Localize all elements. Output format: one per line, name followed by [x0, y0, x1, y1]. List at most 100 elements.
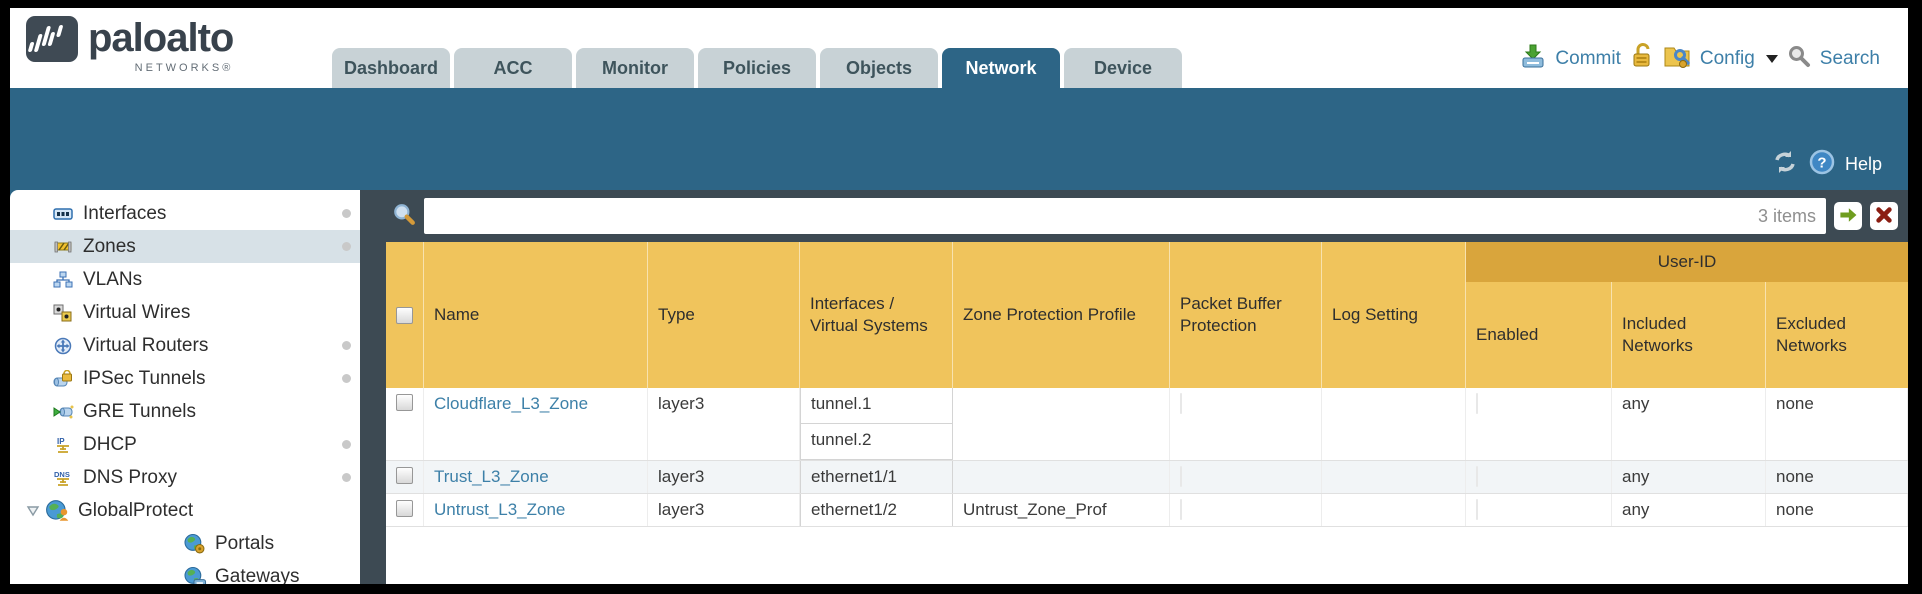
- interface-entry: tunnel.1: [801, 388, 952, 424]
- virtual-wires-icon: [50, 304, 76, 322]
- sidebar-item-interfaces[interactable]: Interfaces: [10, 197, 360, 230]
- tab-dashboard[interactable]: Dashboard: [332, 48, 450, 88]
- zone-name-link[interactable]: Untrust_L3_Zone: [434, 500, 566, 519]
- sidebar-item-portals[interactable]: Portals: [10, 527, 360, 560]
- paloalto-logo: paloalto NETWORKS®: [26, 16, 234, 74]
- globalprotect-icon: [45, 499, 71, 522]
- status-dot: [342, 374, 351, 383]
- ipsec-tunnels-icon: [50, 369, 76, 388]
- status-dot: [342, 242, 351, 251]
- zone-name-link[interactable]: Cloudflare_L3_Zone: [434, 394, 589, 413]
- filter-input[interactable]: [424, 206, 1758, 226]
- dhcp-icon: IP: [50, 436, 76, 454]
- search-icon: [1787, 44, 1811, 74]
- sidebar-item-dns-proxy[interactable]: DNS DNS Proxy: [10, 461, 360, 494]
- sidebar-item-globalprotect[interactable]: GlobalProtect: [10, 494, 360, 527]
- excluded-networks: none: [1766, 388, 1908, 460]
- row-checkbox[interactable]: [396, 467, 413, 484]
- clear-filter-x-icon: [1874, 205, 1894, 228]
- zone-protection-profile: Untrust_Zone_Prof: [953, 494, 1170, 526]
- tab-policies[interactable]: Policies: [698, 48, 816, 88]
- status-dot: [342, 473, 351, 482]
- tab-monitor[interactable]: Monitor: [576, 48, 694, 88]
- zone-type: layer3: [648, 494, 800, 526]
- sidebar-item-gre-tunnels[interactable]: GRE Tunnels: [10, 395, 360, 428]
- interfaces-icon: [50, 205, 76, 223]
- column-header-included-networks[interactable]: Included Networks: [1612, 282, 1766, 388]
- row-checkbox[interactable]: [396, 500, 413, 517]
- refresh-icon[interactable]: [1771, 150, 1799, 179]
- lock-icon[interactable]: [1630, 42, 1654, 75]
- zones-table: Name Type Interfaces / Virtual Systems Z…: [386, 242, 1908, 584]
- brand-networks: NETWORKS®: [134, 62, 234, 74]
- column-header-type[interactable]: Type: [648, 242, 800, 388]
- search-button[interactable]: Search: [1819, 47, 1880, 69]
- group-header-user-id: User-ID: [1466, 242, 1908, 282]
- brand-name: paloalto: [88, 16, 234, 60]
- sidebar-item-virtual-wires[interactable]: Virtual Wires: [10, 296, 360, 329]
- config-icon: [1663, 43, 1691, 75]
- table-empty-space: [386, 527, 1908, 584]
- tab-device[interactable]: Device: [1064, 48, 1182, 88]
- table-header: Name Type Interfaces / Virtual Systems Z…: [386, 242, 1908, 388]
- column-header-packet-buffer-protection[interactable]: Packet Buffer Protection: [1170, 242, 1322, 388]
- interface-entry: tunnel.2: [801, 424, 952, 460]
- included-networks: any: [1612, 494, 1766, 526]
- column-header-interfaces[interactable]: Interfaces / Virtual Systems: [800, 242, 953, 388]
- sidebar-content-divider: [360, 190, 386, 584]
- excluded-networks: none: [1766, 494, 1908, 526]
- tab-network[interactable]: Network: [942, 48, 1060, 88]
- vlans-icon: [50, 271, 76, 289]
- zone-protection-profile: [953, 388, 1170, 460]
- sidebar-item-virtual-routers[interactable]: Virtual Routers: [10, 329, 360, 362]
- sidebar-item-gateways[interactable]: Gateways: [10, 560, 360, 584]
- column-header-excluded-networks[interactable]: Excluded Networks: [1776, 313, 1847, 355]
- table-row: Untrust_L3_Zone layer3 ethernet1/2 Untru…: [386, 494, 1908, 527]
- teal-band: ? Help: [10, 88, 1908, 190]
- zone-name-link[interactable]: Trust_L3_Zone: [434, 467, 549, 486]
- sidebar-item-vlans[interactable]: VLANs: [10, 263, 360, 296]
- user-id-enabled-checkbox: [1476, 466, 1478, 487]
- column-header-log-setting[interactable]: Log Setting: [1322, 242, 1466, 388]
- select-all-checkbox[interactable]: [396, 306, 413, 324]
- sidebar-item-ipsec-tunnels[interactable]: IPSec Tunnels: [10, 362, 360, 395]
- header-actions: Commit Config Search: [1520, 42, 1880, 75]
- interface-entry: ethernet1/1: [811, 467, 898, 486]
- apply-filter-arrow-icon: [1837, 204, 1859, 229]
- interface-entry: ethernet1/2: [811, 500, 898, 519]
- help-label[interactable]: Help: [1844, 154, 1882, 174]
- included-networks: any: [1612, 461, 1766, 493]
- table-row: Cloudflare_L3_Zone layer3 tunnel.1 tunne…: [386, 388, 1908, 461]
- sidebar-item-dhcp[interactable]: IP DHCP: [10, 428, 360, 461]
- caret-down-icon[interactable]: [1765, 54, 1778, 63]
- gateways-icon: [182, 566, 208, 584]
- status-dot: [342, 209, 351, 218]
- apply-filter-button[interactable]: [1834, 202, 1862, 230]
- virtual-routers-icon: [50, 337, 76, 355]
- network-sidebar: Interfaces Zones VLANs Virtual Wires Vir…: [10, 190, 360, 584]
- row-checkbox[interactable]: [396, 394, 413, 411]
- packet-buffer-protection-checkbox: [1180, 466, 1182, 487]
- status-dot: [342, 440, 351, 449]
- expander-triangle-icon[interactable]: [26, 505, 40, 517]
- packet-buffer-protection-checkbox: [1180, 499, 1182, 520]
- clear-filter-button[interactable]: [1870, 202, 1898, 230]
- column-header-name[interactable]: Name: [424, 242, 648, 388]
- main-nav-tabs: Dashboard ACC Monitor Policies Objects N…: [332, 48, 1182, 88]
- gre-tunnels-icon: [50, 403, 76, 421]
- filter-magnifier-icon: [392, 202, 416, 231]
- filter-bar: 3 items: [386, 190, 1908, 242]
- zone-protection-profile: [953, 461, 1170, 493]
- table-row: Trust_L3_Zone layer3 ethernet1/1 any non…: [386, 461, 1908, 494]
- included-networks: any: [1612, 388, 1766, 460]
- column-header-zone-protection-profile[interactable]: Zone Protection Profile: [953, 242, 1170, 388]
- tab-acc[interactable]: ACC: [454, 48, 572, 88]
- commit-icon: [1520, 43, 1546, 75]
- help-icon[interactable]: ?: [1809, 149, 1835, 180]
- config-button[interactable]: Config: [1699, 47, 1755, 69]
- tab-objects[interactable]: Objects: [820, 48, 938, 88]
- user-id-enabled-checkbox: [1476, 499, 1478, 520]
- column-header-enabled[interactable]: Enabled: [1466, 282, 1612, 388]
- sidebar-item-zones[interactable]: Zones: [10, 230, 360, 263]
- commit-button[interactable]: Commit: [1555, 47, 1621, 69]
